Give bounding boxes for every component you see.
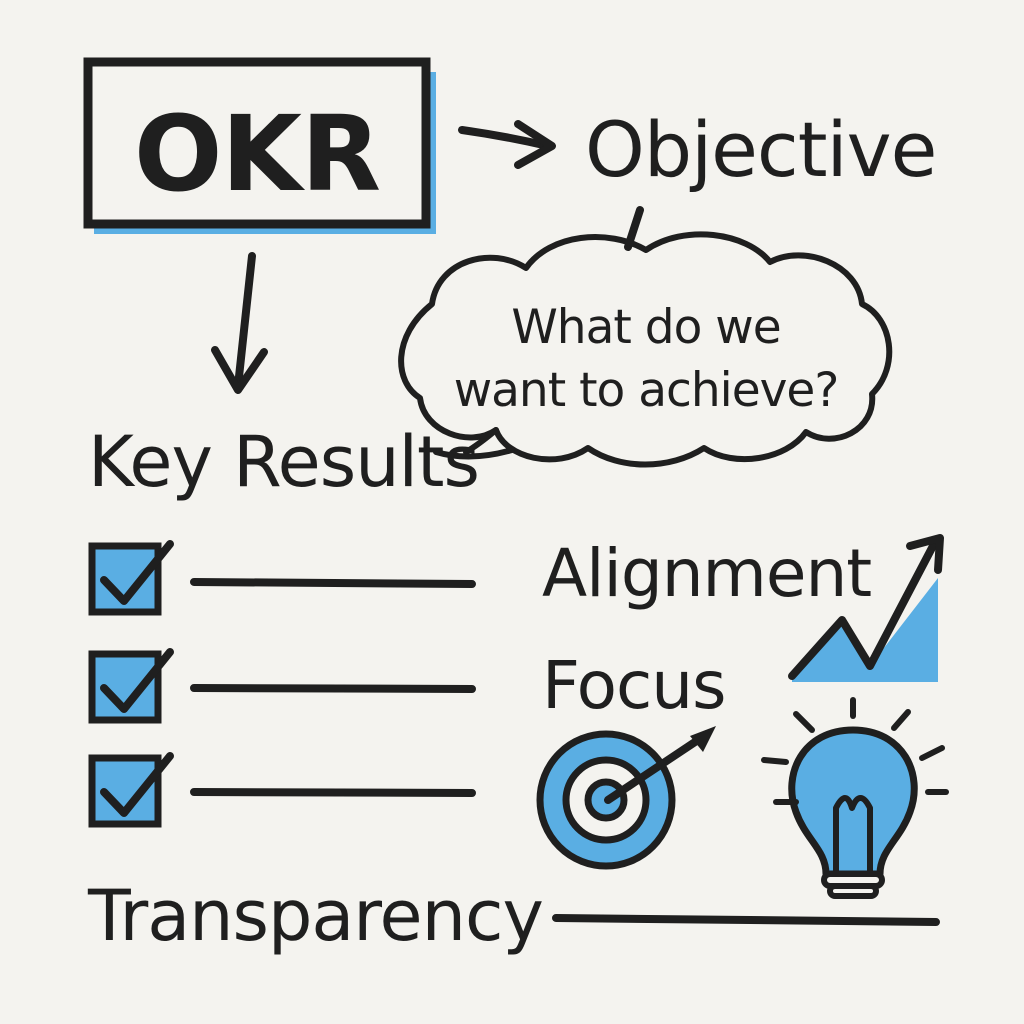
transparency-label: Transparency [87,875,543,957]
arrow-to-objective-icon [458,120,556,169]
thought-question-line-2: want to achieve? [454,363,839,418]
okr-title: OKR [134,93,380,215]
checked-box-icon [88,540,174,616]
objective-label: Objective [585,105,936,194]
thought-cloud: What do we want to achieve? [398,206,893,468]
key-result-line [190,684,476,693]
key-results-label: Key Results [88,421,479,503]
alignment-label: Alignment [542,535,871,612]
key-results-checklist [88,540,476,828]
growth-chart-icon [788,534,944,682]
lightbulb-icon [761,697,949,899]
key-result-line [190,788,476,797]
checked-box-icon [88,648,174,724]
arrow-down-icon [211,252,268,394]
okr-box: OKR [83,57,436,234]
transparency-line [552,914,940,926]
focus-label: Focus [542,647,726,724]
target-icon [536,726,716,870]
checked-box-icon [88,752,174,828]
thought-question-line-1: What do we [511,300,780,355]
key-result-line [190,578,476,588]
